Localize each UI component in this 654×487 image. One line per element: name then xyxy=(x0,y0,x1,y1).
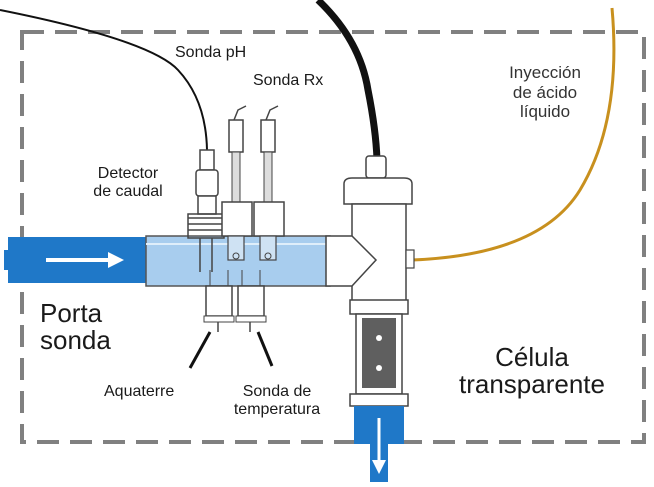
acid-injection-line xyxy=(411,7,616,262)
label-flow-detector-line1: Detector xyxy=(97,165,159,182)
label-acid-injection: Inyección de ácido líquido xyxy=(496,63,594,122)
label-temperature-probe-line1: Sonda de xyxy=(242,383,312,400)
label-acid-injection-line3: líquido xyxy=(519,102,571,122)
inlet-pipe-end xyxy=(4,250,14,270)
arrow-right-icon xyxy=(46,252,124,268)
label-aquaterre: Aquaterre xyxy=(104,383,175,400)
flow-detector-cable xyxy=(0,9,208,151)
rx-probe xyxy=(253,105,285,261)
label-transparent-cell-line2: transparente xyxy=(459,369,605,400)
label-probe-holder-line1: Porta xyxy=(40,298,103,328)
label-acid-injection-line2: de ácido xyxy=(512,82,578,102)
label-probe-holder: Porta sonda xyxy=(40,298,111,356)
label-flow-detector: Detector de caudal xyxy=(76,165,180,202)
temp-pointer xyxy=(256,331,274,367)
label-acid-injection-line1: Inyección xyxy=(509,63,581,82)
label-transparent-cell: Célula transparente xyxy=(438,342,626,400)
label-temperature-probe-line2: temperatura xyxy=(233,401,321,419)
label-temperature-probe: Sonda de temperatura xyxy=(218,383,336,420)
ph-probe xyxy=(221,105,253,261)
label-flow-detector-line2: de caudal xyxy=(93,183,163,201)
label-probe-holder-line2: sonda xyxy=(40,325,111,356)
flow-detector xyxy=(187,149,225,272)
label-sonda-ph: Sonda pH xyxy=(175,44,247,61)
aquaterre-pointer xyxy=(188,331,212,369)
main-thick-cable xyxy=(315,0,381,161)
bottom-probes xyxy=(203,270,267,332)
arrow-down-icon xyxy=(372,418,386,474)
outlet-tee xyxy=(325,155,415,407)
label-sonda-rx: Sonda Rx xyxy=(253,72,324,89)
label-transparent-cell-line1: Célula xyxy=(495,342,569,372)
